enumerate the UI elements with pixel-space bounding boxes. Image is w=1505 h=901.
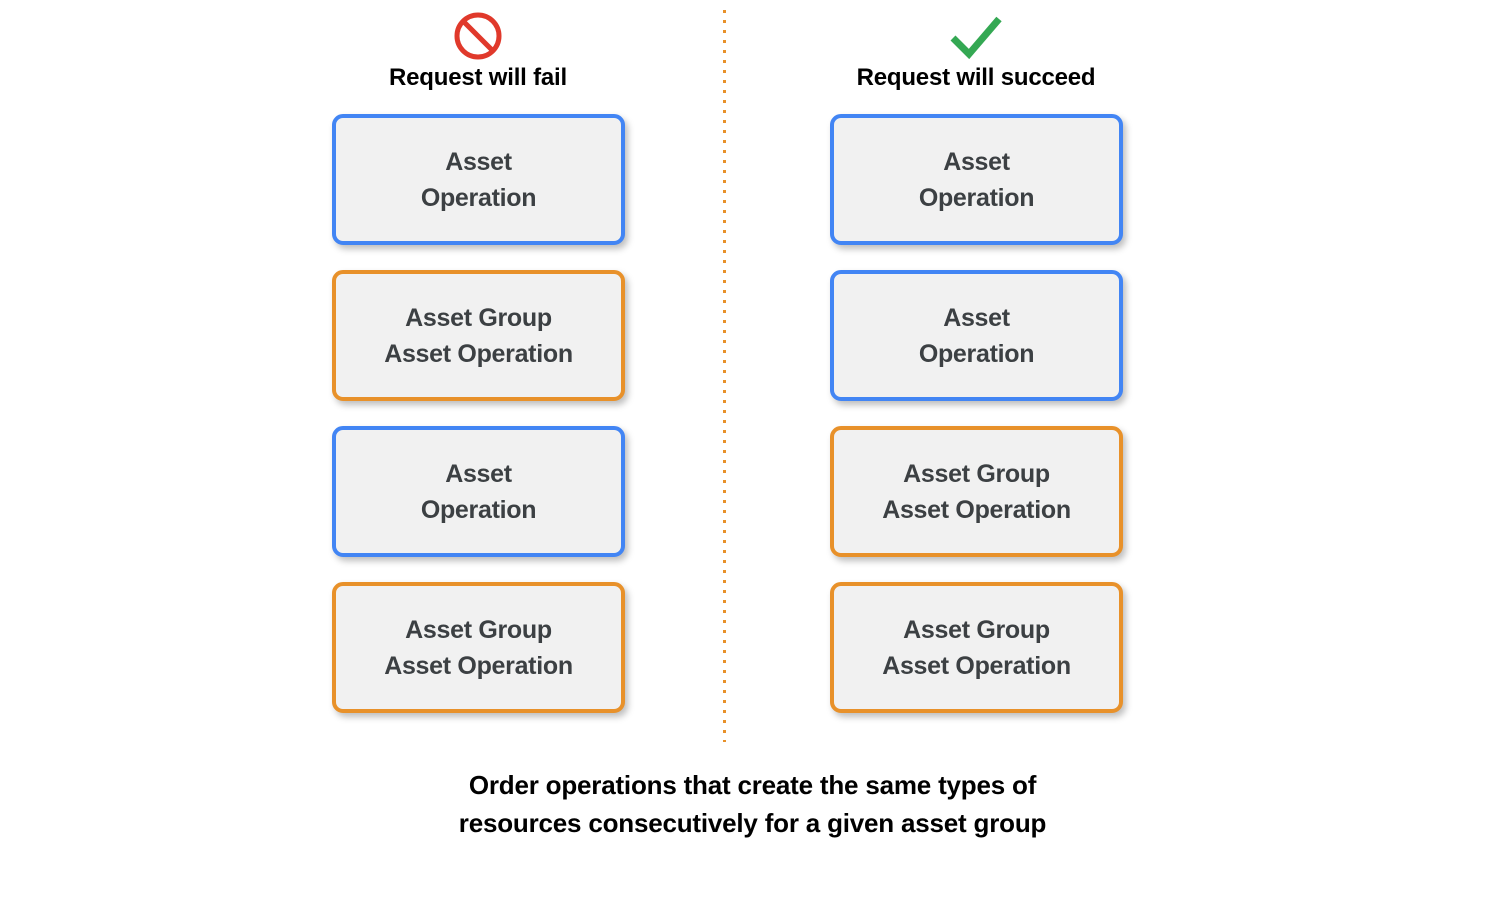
operation-box-label: Asset Operation xyxy=(918,147,1035,212)
operation-box-label: Asset Operation xyxy=(420,147,537,212)
operation-box[interactable]: Asset Group Asset Operation xyxy=(332,582,625,713)
operation-box-label: Asset Group Asset Operation xyxy=(882,615,1071,680)
operation-box[interactable]: Asset Operation xyxy=(332,426,625,557)
prohibition-icon xyxy=(454,12,502,60)
operation-box[interactable]: Asset Operation xyxy=(332,114,625,245)
column-succeed-title: Request will succeed xyxy=(856,64,1096,91)
operation-box[interactable]: Asset Group Asset Operation xyxy=(332,270,625,401)
column-divider xyxy=(723,10,726,742)
column-succeed-box-stack: Asset Operation Asset Operation Asset Gr… xyxy=(830,114,1123,713)
column-fail-title: Request will fail xyxy=(389,64,567,91)
operation-box-label: Asset Operation xyxy=(420,459,537,524)
operation-box[interactable]: Asset Operation xyxy=(830,114,1123,245)
operation-box[interactable]: Asset Group Asset Operation xyxy=(830,582,1123,713)
operation-box[interactable]: Asset Operation xyxy=(830,270,1123,401)
operation-box-label: Asset Operation xyxy=(918,303,1035,368)
column-succeed-header: Request will succeed xyxy=(826,8,1126,92)
diagram-caption: Order operations that create the same ty… xyxy=(458,770,1047,838)
column-fail-header: Request will fail xyxy=(328,8,628,92)
operation-box[interactable]: Asset Group Asset Operation xyxy=(830,426,1123,557)
operation-box-label: Asset Group Asset Operation xyxy=(384,303,573,368)
operation-box-label: Asset Group Asset Operation xyxy=(882,459,1071,524)
checkmark-icon xyxy=(950,16,1002,60)
operation-box-label: Asset Group Asset Operation xyxy=(384,615,573,680)
column-fail-box-stack: Asset Operation Asset Group Asset Operat… xyxy=(332,114,625,713)
